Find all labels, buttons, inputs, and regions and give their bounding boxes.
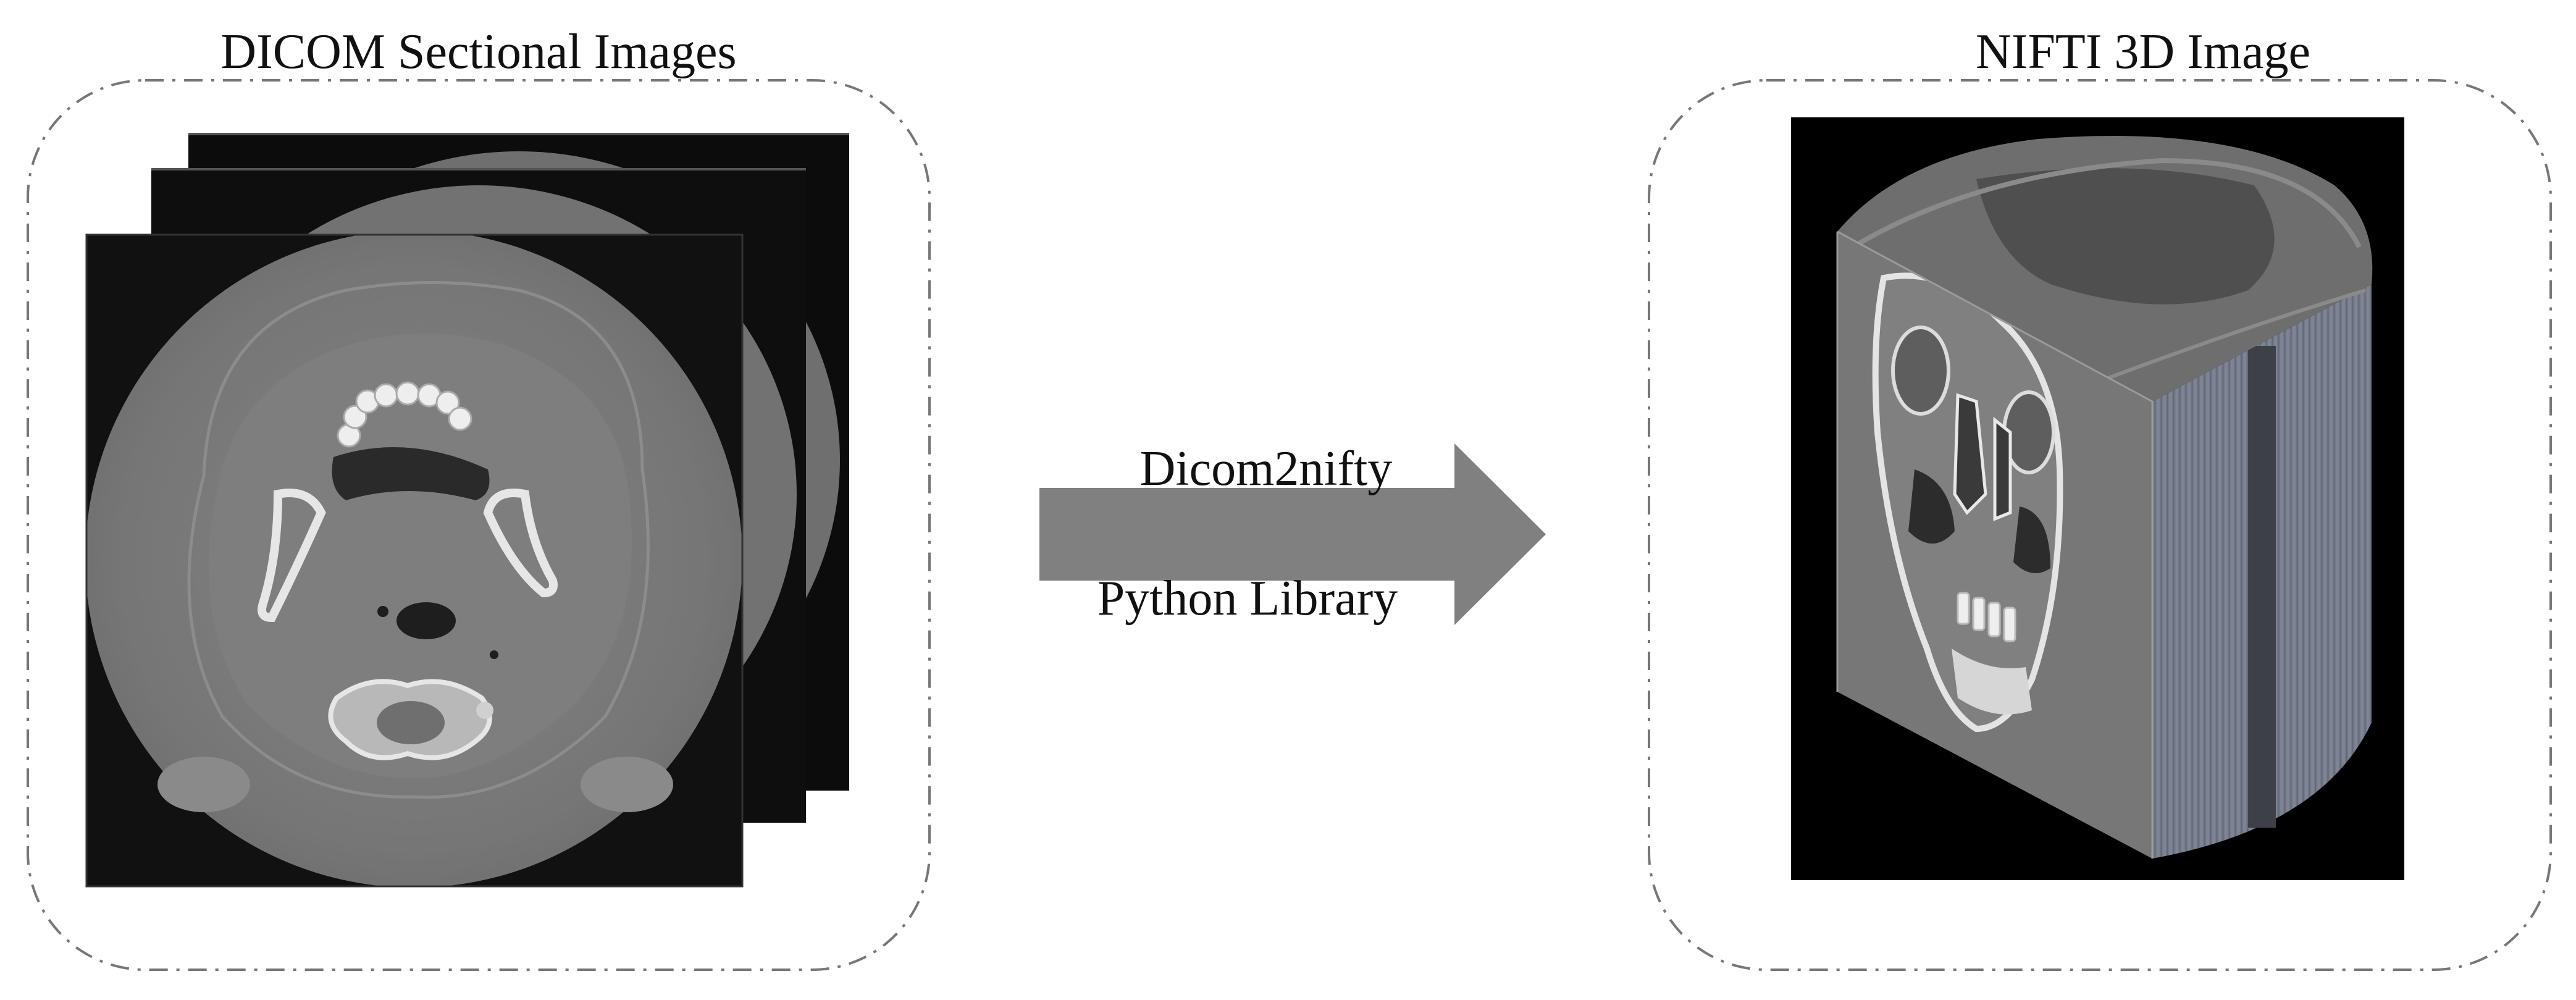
conversion-arrow: Dicom2nifty Python Library bbox=[1039, 439, 1546, 630]
vertebra bbox=[328, 679, 493, 760]
coronal-slice bbox=[1872, 272, 2063, 733]
dicom-slice-front bbox=[85, 233, 744, 888]
left-panel: DICOM Sectional Images bbox=[27, 25, 931, 971]
teeth bbox=[337, 381, 472, 448]
right-panel-frame bbox=[1648, 79, 2552, 971]
nifti-volume bbox=[1836, 136, 2373, 859]
arrow-label-bottom: Python Library bbox=[1097, 571, 1398, 626]
left-panel-frame bbox=[27, 79, 931, 971]
arrow-label-top: Dicom2nifty bbox=[1140, 442, 1393, 496]
right-panel-title: NIFTI 3D Image bbox=[1976, 25, 2310, 79]
left-panel-title: DICOM Sectional Images bbox=[220, 25, 736, 79]
right-panel: NIFTI 3D Image bbox=[1648, 25, 2552, 971]
arrow-shape bbox=[1039, 443, 1546, 625]
